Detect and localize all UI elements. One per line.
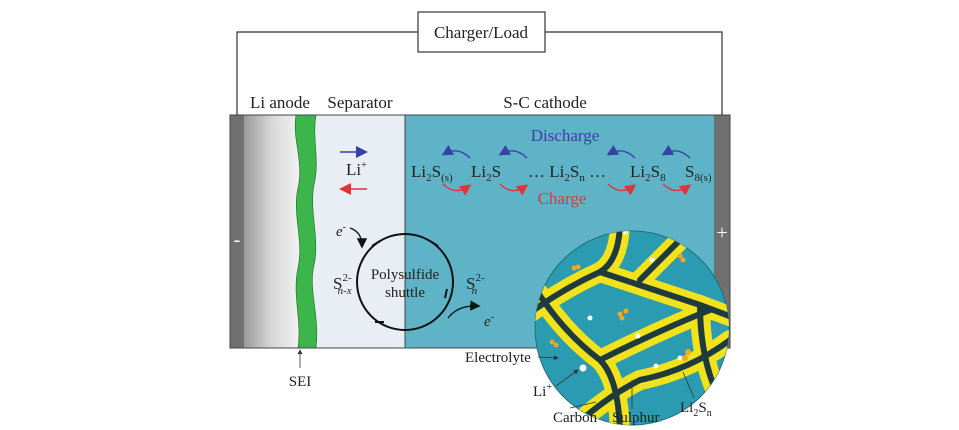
electron-out-arrow-icon <box>447 300 481 319</box>
sei-layer <box>294 114 318 349</box>
sulphur-label: Sulphur <box>612 410 660 426</box>
cathode-label: S-C cathode <box>503 93 587 112</box>
species-s8-solid: S8(s) <box>685 162 712 184</box>
carbon-label: Carbon <box>553 410 598 426</box>
li2sn-pointer <box>682 371 695 399</box>
shuttle-label-line2: shuttle <box>385 285 425 301</box>
discharge-label: Discharge <box>531 126 600 145</box>
li-anode <box>244 115 300 348</box>
negative-terminal: - <box>234 229 241 251</box>
anode-label: Li anode <box>250 93 310 112</box>
positive-terminal: + <box>716 222 727 244</box>
li-ion-pointer <box>555 369 579 387</box>
polysulfide-sn-x: S2-n-x <box>333 272 352 297</box>
electrolyte-pointer <box>537 355 559 361</box>
shuttle-arrowheads-icon <box>375 288 448 323</box>
li-ion-callout: Li+ <box>533 382 552 400</box>
shuttle-label-line1: Polysulfide <box>371 267 440 283</box>
electron-label-in: e- <box>336 222 346 240</box>
separator-region <box>300 115 405 348</box>
negative-current-collector <box>230 115 244 348</box>
shuttle-arrowheads-icon <box>371 240 439 247</box>
species-row: Li2S(s) Li2S … Li2Sn … Li2S8 S8(s) <box>411 162 712 184</box>
carbon-pointer <box>569 401 597 409</box>
charger-load-label: Charger/Load <box>434 23 529 42</box>
electron-label-out: e- <box>484 312 494 330</box>
external-wire <box>236 31 723 115</box>
separator-label: Separator <box>327 93 392 112</box>
discharge-arrows <box>441 144 691 159</box>
cathode-microstructure-zoom <box>534 230 730 426</box>
charge-label: Charge <box>538 189 587 208</box>
li2sn-label: Li2Sn <box>680 400 712 419</box>
charger-load-box <box>417 11 546 53</box>
charge-arrows <box>442 183 692 196</box>
cell-outline <box>229 114 731 349</box>
electron-in-arrow-icon <box>349 227 368 249</box>
species-li2sn: … Li2Sn … <box>528 162 606 184</box>
polysulfide-sn: S2-n <box>466 272 485 297</box>
electrolyte-label: Electrolyte <box>465 350 531 366</box>
species-li2s-solid: Li2S(s) <box>411 162 453 184</box>
species-li2s8: Li2S8 <box>630 162 666 184</box>
species-li2s: Li2S <box>471 162 501 184</box>
polysulfide-shuttle-loop <box>356 233 454 331</box>
sei-label: SEI <box>289 374 312 390</box>
li-ion-label: Li+ <box>346 160 367 179</box>
